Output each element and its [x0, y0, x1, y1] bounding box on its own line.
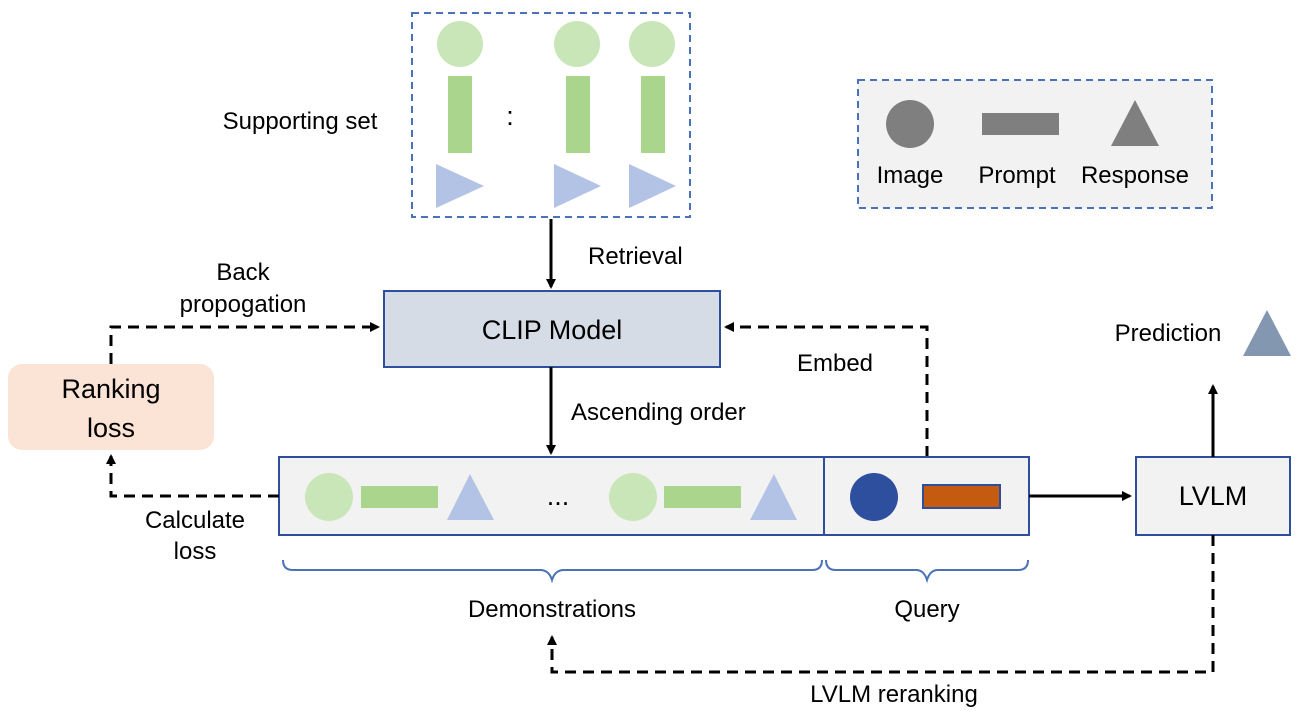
ranking-loss-label-line2: loss: [87, 413, 135, 443]
legend-response-icon: [1111, 100, 1159, 146]
legend-prompt-label: Prompt: [978, 162, 1056, 189]
back-propagation-label-line1: Back: [216, 259, 270, 286]
legend-image-label: Image: [877, 162, 944, 189]
clip-model-box: [383, 290, 721, 368]
support-prompt-icon: [448, 76, 472, 153]
demonstrations-ellipsis: ...: [547, 481, 570, 511]
supporting-set: :: [411, 12, 691, 218]
clip-model-label: CLIP Model: [482, 315, 623, 345]
retrieval-label: Retrieval: [588, 243, 683, 270]
ranking-loss-box: [8, 364, 214, 450]
demo-image-icon: [305, 473, 353, 521]
support-prompt-icon: [566, 76, 590, 153]
lvlm-reranking-arrow: [547, 535, 1215, 674]
legend-image-icon: [886, 100, 934, 148]
demo-response-icon: [447, 474, 494, 520]
lvlm-label: LVLM: [1179, 481, 1248, 511]
prediction-response-icon: [1243, 310, 1291, 356]
support-example-1: [436, 21, 484, 208]
supporting-set-label: Supporting set: [223, 108, 378, 135]
lvlm-box: [1135, 456, 1291, 536]
support-prompt-icon: [641, 76, 665, 153]
ranking-loss-label-line1: Ranking: [61, 374, 160, 404]
embed-arrow: [724, 322, 929, 457]
demonstrations-brace: [282, 559, 823, 584]
calculate-loss-label-line1: Calculate: [145, 507, 245, 534]
demonstrations-label: Demonstrations: [468, 596, 636, 623]
support-response-icon: [436, 164, 484, 208]
support-example-3: [629, 21, 676, 208]
demo-prompt-icon: [361, 486, 438, 508]
support-image-icon: [554, 21, 600, 67]
support-response-icon: [629, 164, 676, 208]
query-prompt-icon: [922, 484, 1001, 509]
demo-image-icon: [609, 473, 657, 521]
legend: Image Prompt Response: [857, 79, 1213, 209]
embed-label: Embed: [797, 350, 873, 377]
query-label: Query: [894, 596, 959, 623]
lvlm-reranking-label: LVLM reranking: [810, 681, 978, 708]
support-image-icon: [437, 21, 483, 67]
back-propagation-arrow: [109, 322, 380, 364]
support-example-2: [554, 21, 601, 208]
legend-response-label: Response: [1081, 162, 1189, 189]
query-example: [850, 473, 1001, 521]
demonstration-example-1: [305, 473, 494, 521]
support-image-icon: [629, 21, 675, 67]
legend-prompt-icon: [982, 113, 1059, 135]
support-ellipsis: :: [506, 101, 514, 131]
calculate-loss-label-line2: loss: [174, 538, 217, 565]
calculate-loss-arrow: [106, 454, 279, 498]
prediction-label: Prediction: [1115, 320, 1222, 347]
query-image-icon: [850, 473, 898, 521]
ascending-order-label: Ascending order: [571, 399, 746, 426]
demonstration-example-2: [609, 473, 797, 521]
back-propagation-label-line2: propogation: [180, 291, 307, 318]
query-brace: [825, 559, 1029, 584]
support-response-icon: [554, 164, 601, 208]
demo-prompt-icon: [664, 486, 741, 508]
demo-response-icon: [750, 474, 797, 520]
